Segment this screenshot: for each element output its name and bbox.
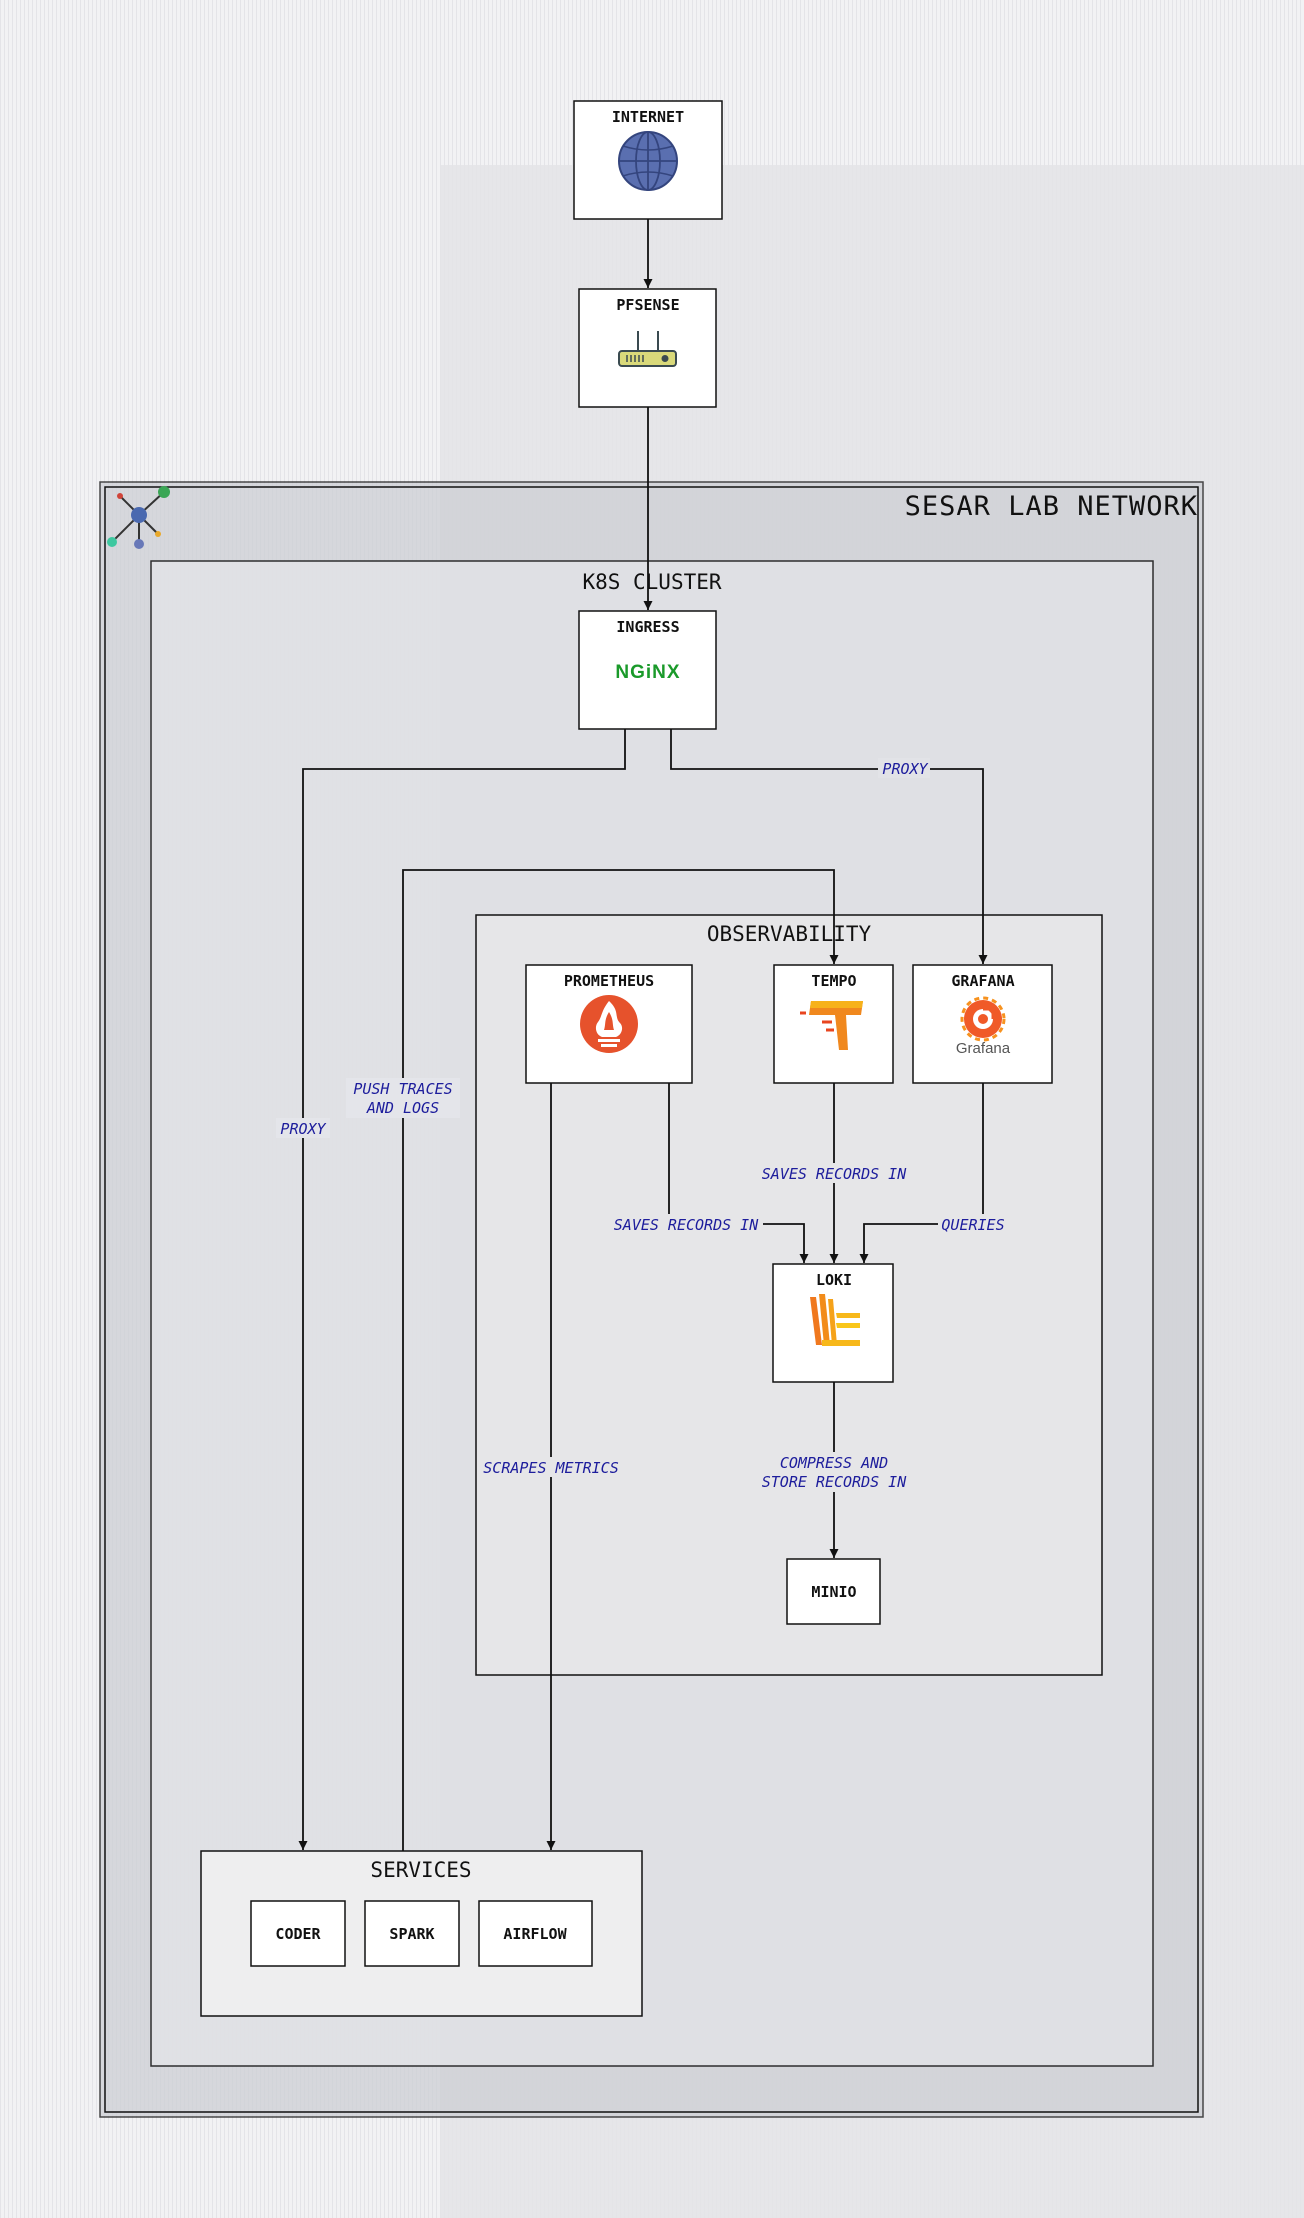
label-compress-line2: STORE RECORDS IN bbox=[762, 1473, 907, 1491]
edge-grafana-loki bbox=[859, 1083, 984, 1263]
label-tempo-saves: SAVES RECORDS IN bbox=[762, 1165, 907, 1183]
network-title: SESAR LAB NETWORK bbox=[905, 491, 1198, 522]
node-airflow[interactable]: AIRFLOW bbox=[478, 1900, 593, 1967]
tempo-logo-icon bbox=[800, 1001, 863, 1050]
router-icon bbox=[618, 331, 677, 367]
node-pfsense-label: PFSENSE bbox=[616, 296, 679, 314]
node-pfsense[interactable]: PFSENSE bbox=[578, 288, 717, 408]
services-title: SERVICES bbox=[370, 1858, 471, 1882]
nginx-logo-icon: NGiNX bbox=[615, 662, 680, 683]
edge-services-tempo bbox=[402, 869, 839, 1851]
label-prometheus-saves: SAVES RECORDS IN bbox=[614, 1216, 759, 1234]
grafana-logo-icon bbox=[960, 996, 1006, 1042]
node-ingress[interactable]: INGRESS NGiNX bbox=[578, 610, 717, 730]
observability-title: OBSERVABILITY bbox=[707, 922, 872, 946]
node-prometheus-label: PROMETHEUS bbox=[564, 972, 654, 990]
prometheus-flame-icon bbox=[580, 995, 638, 1053]
node-grafana[interactable]: GRAFANA Grafana bbox=[912, 964, 1053, 1084]
node-tempo[interactable]: TEMPO bbox=[773, 964, 894, 1084]
label-push-traces-line2: AND LOGS bbox=[366, 1099, 439, 1117]
loki-logo-icon bbox=[810, 1294, 860, 1346]
label-proxy-services: PROXY bbox=[280, 1120, 326, 1138]
label-push-traces-line1: PUSH TRACES bbox=[353, 1080, 452, 1098]
edge-labels: PROXY PROXY PUSH TRACES AND LOGS SAVES R… bbox=[276, 758, 1008, 1492]
node-loki[interactable]: LOKI bbox=[772, 1263, 894, 1383]
label-proxy-grafana: PROXY bbox=[882, 760, 928, 778]
node-tempo-label: TEMPO bbox=[811, 972, 856, 990]
node-spark[interactable]: SPARK bbox=[364, 1900, 460, 1967]
node-grafana-label: GRAFANA bbox=[951, 972, 1014, 990]
node-internet[interactable]: INTERNET bbox=[573, 100, 723, 220]
node-coder-label: CODER bbox=[275, 1925, 321, 1943]
label-compress-line1: COMPRESS AND bbox=[780, 1454, 888, 1472]
network-hub-icon bbox=[107, 486, 170, 549]
globe-icon bbox=[618, 131, 678, 191]
node-minio-label: MINIO bbox=[811, 1583, 856, 1601]
label-queries: QUERIES bbox=[941, 1216, 1004, 1234]
node-airflow-label: AIRFLOW bbox=[503, 1925, 567, 1943]
grafana-wordmark: Grafana bbox=[956, 1040, 1011, 1057]
node-loki-label: LOKI bbox=[816, 1271, 852, 1289]
node-spark-label: SPARK bbox=[389, 1925, 434, 1943]
node-coder[interactable]: CODER bbox=[250, 1900, 346, 1967]
node-minio[interactable]: MINIO bbox=[786, 1558, 881, 1625]
edge-ingress-grafana bbox=[670, 729, 988, 964]
node-internet-label: INTERNET bbox=[612, 108, 684, 126]
edge-ingress-services bbox=[298, 729, 626, 1850]
label-scrapes-metrics: SCRAPES METRICS bbox=[483, 1459, 618, 1477]
node-prometheus[interactable]: PROMETHEUS bbox=[525, 964, 693, 1084]
node-ingress-label: INGRESS bbox=[616, 618, 679, 636]
cluster-title: K8S CLUSTER bbox=[582, 570, 721, 594]
